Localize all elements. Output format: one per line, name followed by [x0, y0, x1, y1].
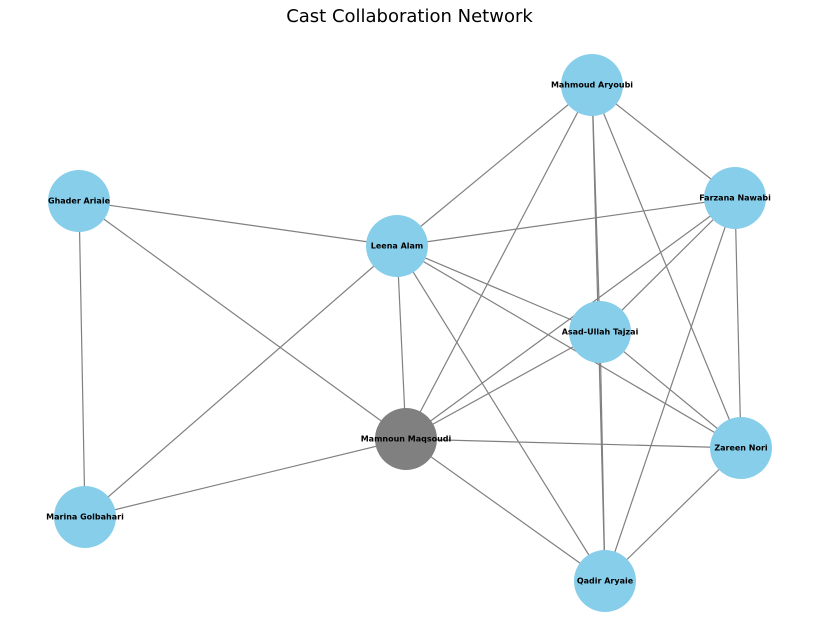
- edge-leena-asad: [396, 245, 601, 333]
- edge-leena-farzana: [396, 197, 736, 247]
- node-marina: Marina Golbahari: [46, 486, 124, 548]
- node-label-marina: Marina Golbahari: [46, 513, 124, 522]
- node-label-mahmoud: Mahmoud Aryoubi: [551, 81, 633, 90]
- node-label-farzana: Farzana Nawabi: [699, 194, 771, 203]
- edge-leena-zareen: [396, 245, 742, 449]
- node-label-mamnoun: Mamnoun Maqsoudi: [361, 435, 452, 444]
- node-circle-ghader: [48, 170, 110, 232]
- node-zareen: Zareen Nori: [710, 417, 772, 479]
- node-label-zareen: Zareen Nori: [714, 444, 768, 453]
- node-label-ghader: Ghader Ariaie: [48, 197, 111, 206]
- node-label-leena: Leena Alam: [371, 242, 424, 251]
- node-circle-qadir: [574, 550, 636, 612]
- node-qadir: Qadir Aryaie: [574, 550, 636, 612]
- edge-mamnoun-qadir: [405, 438, 606, 582]
- edge-farzana-asad: [599, 197, 736, 333]
- edge-ghader-leena: [78, 200, 398, 247]
- node-circle-mahmoud: [561, 54, 623, 116]
- node-circle-asad: [569, 301, 631, 363]
- node-circle-marina: [54, 486, 116, 548]
- node-circle-farzana: [704, 167, 766, 229]
- edge-mamnoun-zareen: [405, 438, 742, 449]
- node-mamnoun: Mamnoun Maqsoudi: [361, 408, 452, 470]
- node-label-qadir: Qadir Aryaie: [577, 577, 634, 586]
- edge-mamnoun-marina: [84, 438, 407, 518]
- edge-zareen-qadir: [604, 447, 742, 582]
- edge-ghader-marina: [78, 200, 86, 518]
- edge-farzana-mamnoun: [405, 197, 736, 440]
- chart-title: Cast Collaboration Network: [286, 6, 533, 27]
- edge-leena-mamnoun: [396, 245, 407, 440]
- edge-asad-mamnoun: [405, 331, 601, 440]
- edge-asad-qadir: [599, 331, 606, 582]
- node-farzana: Farzana Nawabi: [699, 167, 771, 229]
- edge-leena-marina: [84, 245, 398, 518]
- edge-leena-mahmoud: [396, 84, 593, 247]
- node-circle-zareen: [710, 417, 772, 479]
- edge-mahmoud-mamnoun: [405, 84, 593, 440]
- edge-ghader-mamnoun: [78, 200, 407, 440]
- edge-farzana-zareen: [734, 197, 742, 449]
- node-asad: Asad-Ullah Tajzai: [562, 301, 639, 363]
- node-circle-mamnoun: [375, 408, 437, 470]
- node-ghader: Ghader Ariaie: [48, 170, 111, 232]
- node-leena: Leena Alam: [366, 215, 428, 277]
- node-label-asad: Asad-Ullah Tajzai: [562, 328, 639, 337]
- node-circle-leena: [366, 215, 428, 277]
- edge-leena-qadir: [396, 245, 606, 582]
- edges-layer: [78, 84, 742, 582]
- node-mahmoud: Mahmoud Aryoubi: [551, 54, 633, 116]
